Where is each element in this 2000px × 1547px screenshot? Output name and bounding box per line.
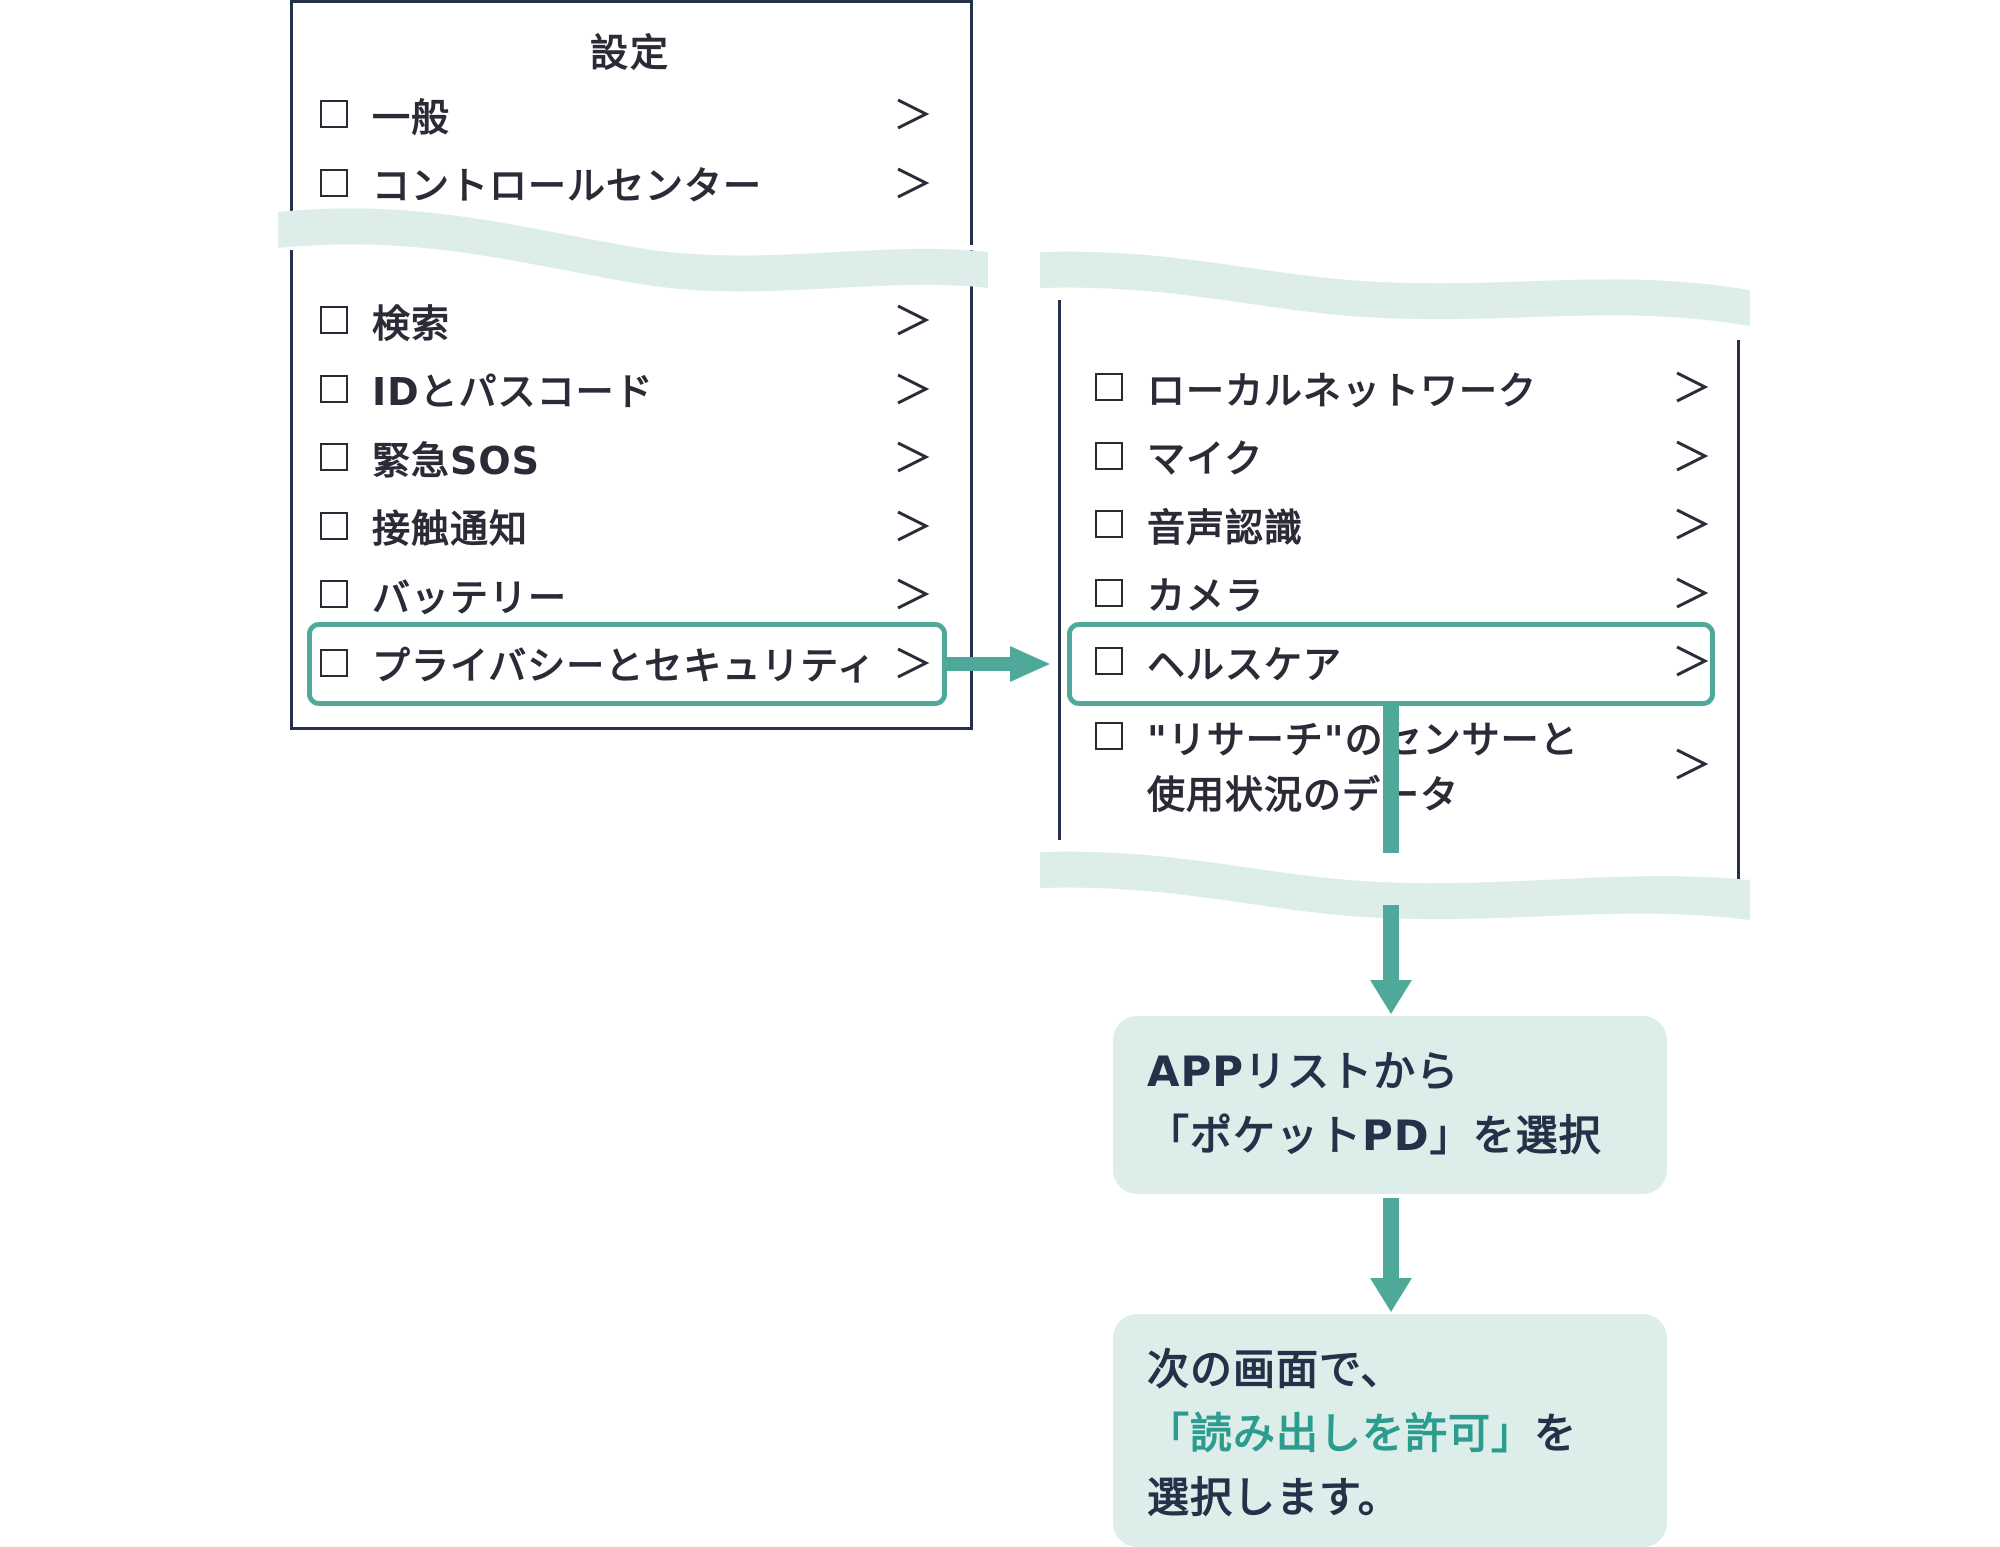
settings-panel-frame-bottom [290,250,973,730]
left-bottom-item-5[interactable]: プライバシーとセキュリティ [320,633,940,693]
checkbox[interactable] [1095,373,1123,401]
item-label: 接触通知 [372,507,529,551]
step2-highlight-text: 「読み出しを許可」 [1147,1409,1535,1458]
arrow-down-head-1 [1370,980,1412,1014]
item-label: 検索 [372,301,451,346]
checkbox[interactable] [320,443,348,471]
checkbox[interactable] [320,168,348,197]
chevron-right-icon [1673,506,1709,542]
step2-line1: 次の画面で、 [1147,1345,1404,1394]
checkbox[interactable] [320,306,348,334]
checkbox[interactable] [1095,578,1123,607]
step1-line1: APPリストから [1147,1047,1460,1096]
step1-line2: 「ポケットPD」を選択 [1147,1111,1602,1160]
chevron-right-icon [1673,438,1709,474]
right-item-1[interactable]: マイク [1095,426,1725,486]
step2-line2-rest: を [1534,1409,1578,1458]
settings-title: 設定 [590,31,671,75]
checkbox[interactable] [1095,722,1123,750]
right-item-3[interactable]: カメラ [1095,563,1725,623]
checkbox[interactable] [320,511,348,540]
chevron-right-icon [894,302,930,338]
right-panel-right-border [1737,340,1740,880]
item-label: ヘルスケア [1147,642,1343,687]
chevron-right-icon [894,508,930,544]
step2-bubble: 次の画面で、 「読み出しを許可」を 選択します。 [1113,1314,1667,1547]
item-label: ローカルネットワーク [1147,368,1538,413]
step2-line3: 選択します。 [1147,1473,1401,1522]
chevron-right-icon [894,165,930,201]
highlight-healthcare [1067,622,1715,706]
arrow-down-shaft-1 [1383,705,1399,853]
item-label: 緊急SOS [372,438,541,483]
chevron-right-icon [1673,643,1709,679]
wave-break-right-bottom [1040,851,1750,920]
chevron-right-icon [1673,369,1709,405]
arrow-right-shaft [945,657,1015,671]
checkbox[interactable] [1095,441,1123,470]
item-label: カメラ [1147,574,1265,618]
highlight-privacy-security [307,622,947,706]
chevron-right-icon [894,645,930,681]
wave-break-right-top [1040,251,1750,326]
chevron-right-icon [894,96,930,132]
checkbox[interactable] [320,100,348,128]
left-top-item-1[interactable]: コントロールセンター [320,153,940,213]
left-bottom-item-0[interactable]: 検索 [320,290,940,350]
settings-panel-frame-top [290,0,973,245]
left-bottom-item-2[interactable]: 緊急SOS [320,427,940,487]
right-item-0[interactable]: ローカルネットワーク [1095,357,1725,417]
item-label: プライバシーとセキュリティ [372,644,876,688]
step1-bubble: APPリストから 「ポケットPD」を選択 [1113,1016,1667,1194]
checkbox[interactable] [320,374,348,403]
item-label: 音声認識 [1147,505,1304,550]
right-item-4[interactable]: ヘルスケア [1095,631,1725,691]
wave-break-left [278,208,988,292]
arrow-down-shaft-3 [1383,1198,1399,1282]
checkbox[interactable] [1095,510,1123,538]
right-item-2[interactable]: 音声認識 [1095,494,1725,554]
research-sensor-label-line1: "リサーチ"のセンサーと [1147,717,1579,762]
arrow-right-head [1010,646,1050,682]
chevron-right-icon [894,371,930,407]
research-sensor-label-line2: 使用状況のデータ [1147,773,1460,817]
left-bottom-item-4[interactable]: バッテリー [320,564,940,624]
checkbox[interactable] [320,648,348,677]
left-bottom-item-1[interactable]: IDとパスコード [320,359,940,419]
item-label: マイク [1147,437,1264,481]
research-sensor-item[interactable]: "リサーチ"のセンサーと [1095,706,1725,780]
checkbox[interactable] [1095,647,1123,675]
item-label: バッテリー [372,575,568,620]
right-panel-left-border [1058,300,1061,840]
chevron-right-icon [1673,746,1709,782]
step2-line2: 「読み出しを許可」を [1147,1402,1633,1466]
item-label: IDとパスコード [372,370,654,414]
chevron-right-icon [894,439,930,475]
checkbox[interactable] [320,580,348,608]
chevron-right-icon [894,576,930,612]
item-label: 一般 [372,95,451,140]
left-top-item-0[interactable]: 一般 [320,84,940,144]
arrow-down-shaft-2 [1383,905,1399,985]
item-label: コントロールセンター [372,164,763,208]
chevron-right-icon [1673,575,1709,611]
arrow-down-head-2 [1370,1278,1412,1312]
left-bottom-item-3[interactable]: 接触通知 [320,496,940,556]
